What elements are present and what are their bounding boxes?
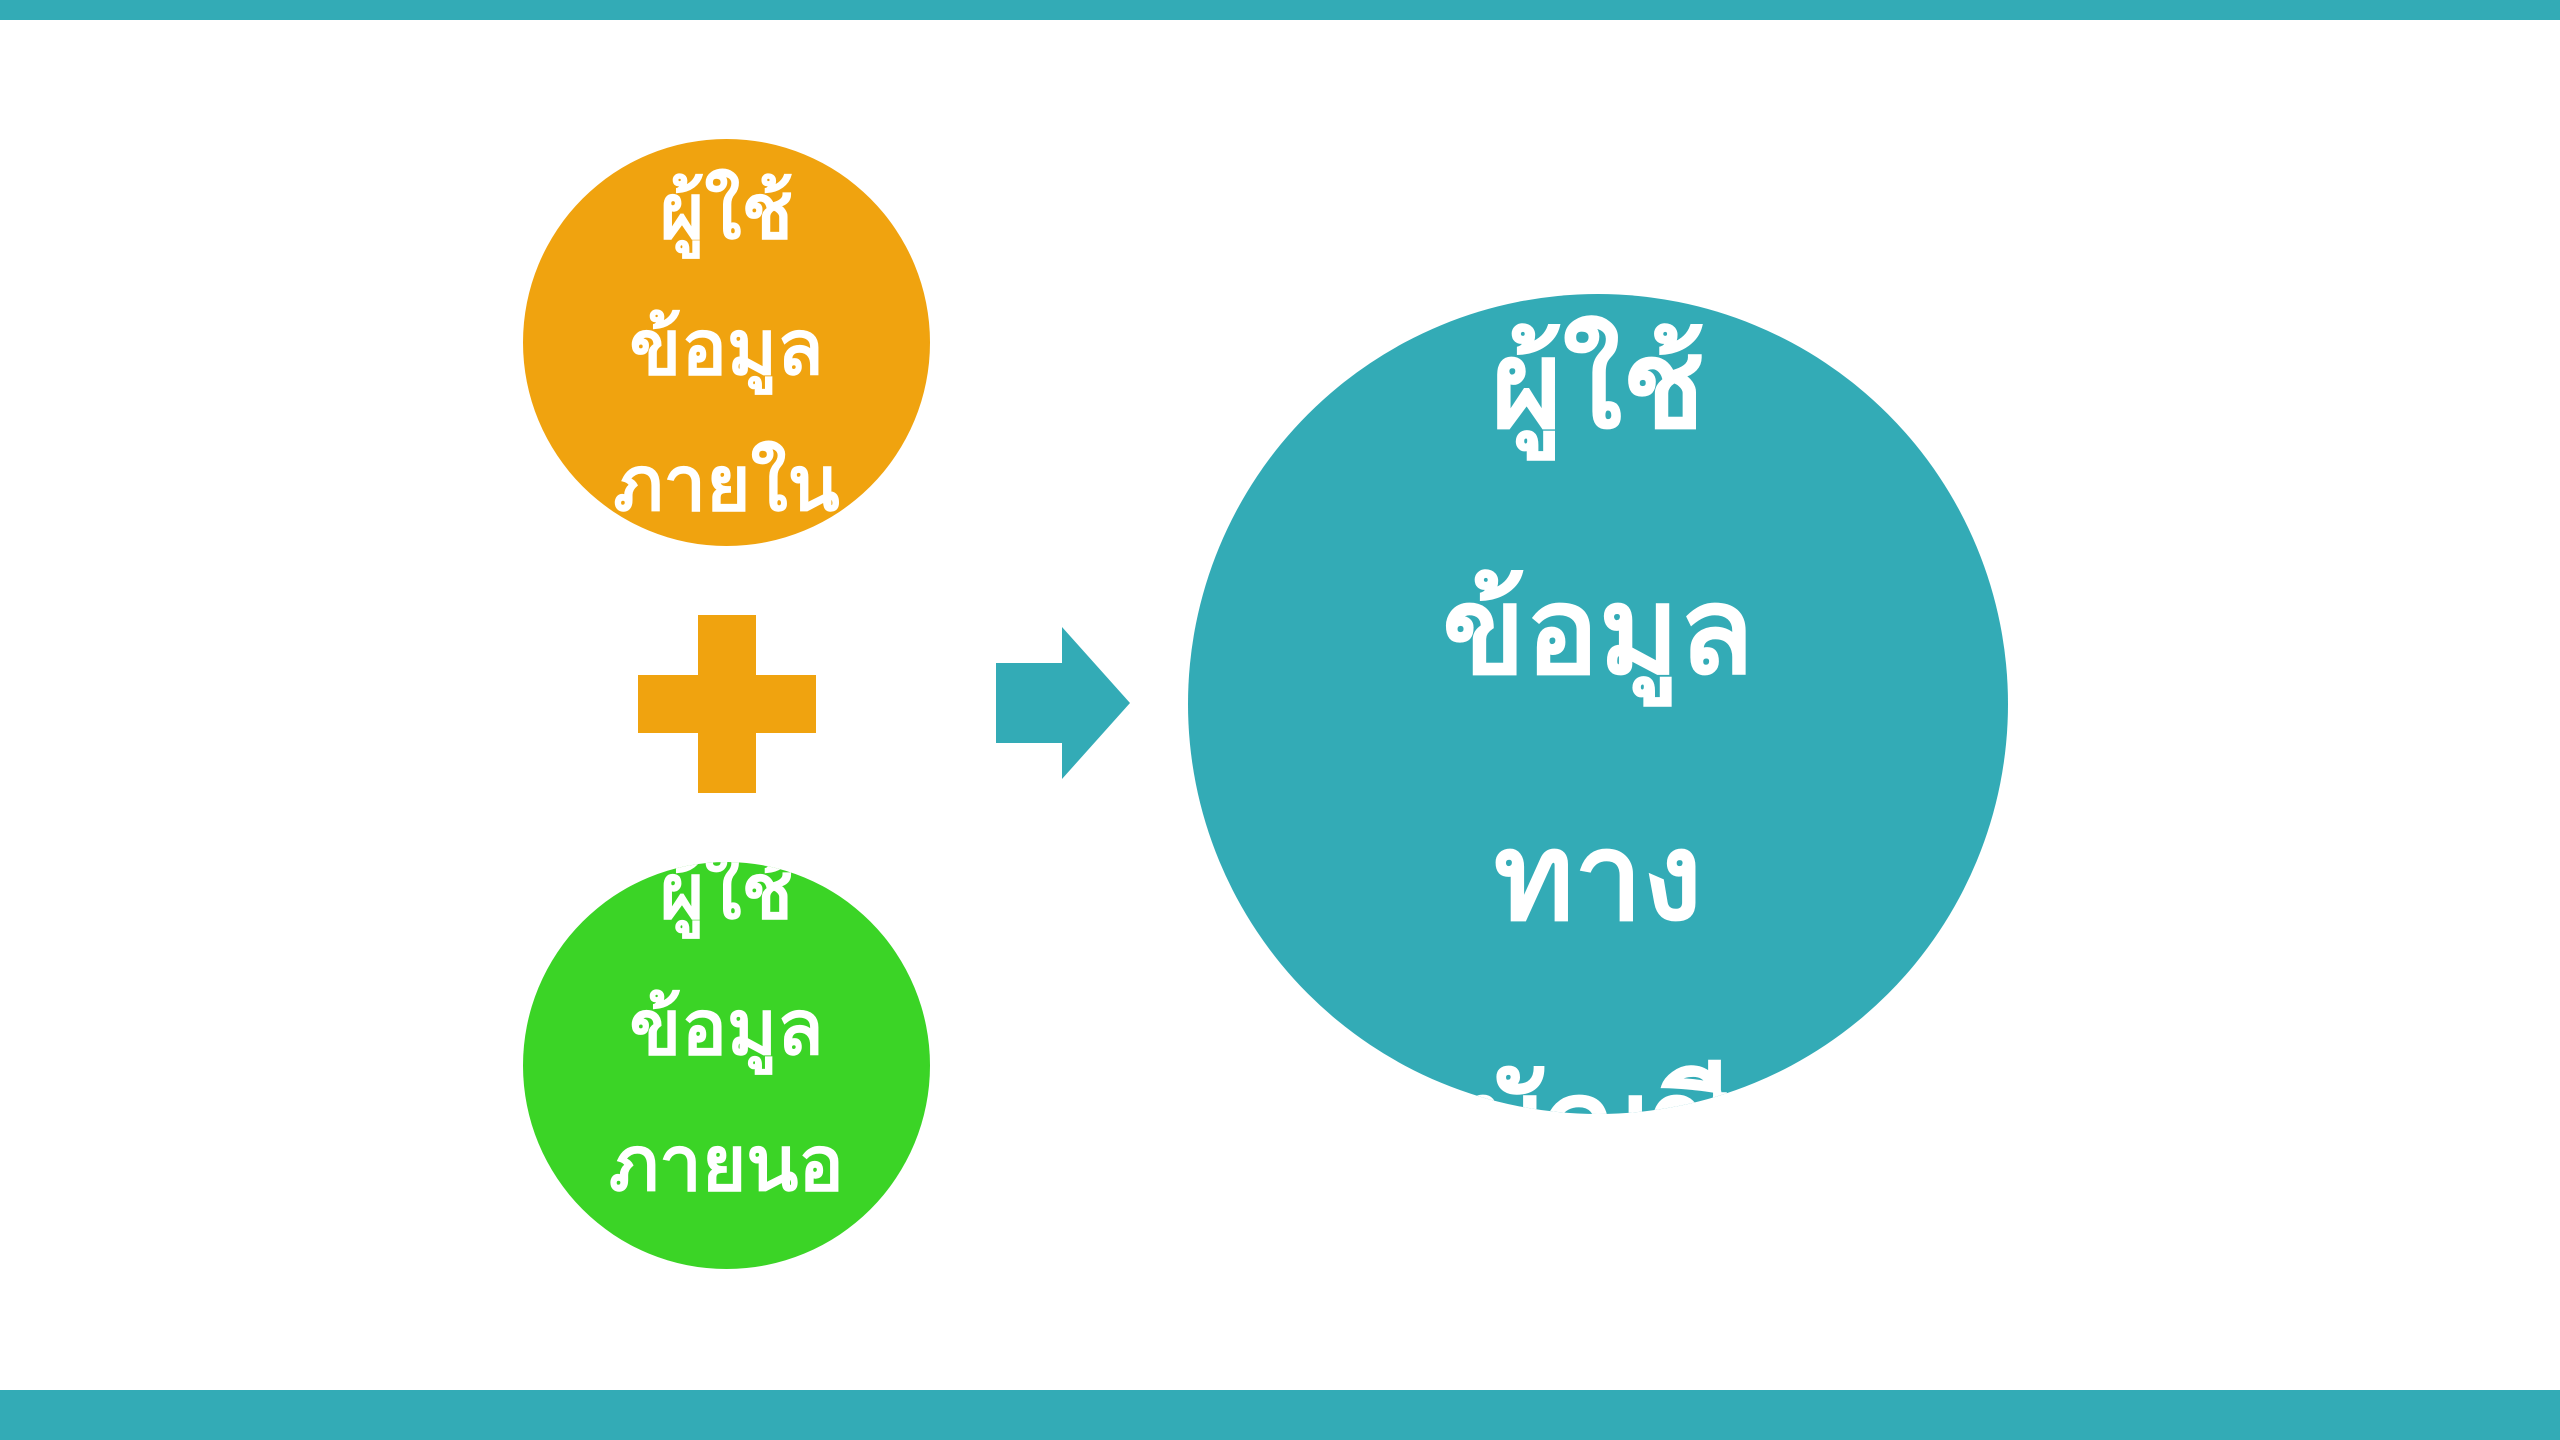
external-users-line-3: ภายนอ <box>609 1118 844 1208</box>
accounting-users-line-3: ทาง <box>1493 806 1703 948</box>
internal-users-line-3: ภายใน <box>613 438 840 528</box>
internal-users-label: ผู้ใช้ ข้อมูล ภายใน <box>613 144 839 547</box>
external-users-line-4: ก <box>703 1232 749 1270</box>
internal-users-line-1: ผู้ใช้ <box>659 166 794 256</box>
accounting-users-line-4: บัญชี <box>1466 1000 1730 1114</box>
external-users-circle: ผู้ใช้ ข้อมูล ภายนอ ก <box>523 862 930 1269</box>
accounting-info-users-circle: ผู้ใช้ ข้อมูล ทาง บัญชี <box>1188 294 2008 1114</box>
external-users-line-1: ผู้ใช้ <box>659 862 794 936</box>
accounting-users-line-1: ผู้ใช้ <box>1491 314 1705 456</box>
accounting-users-line-2: ข้อมูล <box>1442 560 1754 702</box>
right-arrow-icon <box>996 627 1130 779</box>
internal-users-circle: ผู้ใช้ ข้อมูล ภายใน <box>523 139 930 546</box>
plus-icon <box>638 615 816 793</box>
external-users-line-2: ข้อมูล <box>629 982 824 1072</box>
external-users-label: ผู้ใช้ ข้อมูล ภายนอ ก <box>609 862 844 1269</box>
internal-users-line-2: ข้อมูล <box>629 302 824 392</box>
top-accent-band <box>0 0 2560 20</box>
accounting-info-users-label: ผู้ใช้ ข้อมูล ทาง บัญชี <box>1442 294 1754 1114</box>
bottom-accent-band <box>0 1390 2560 1440</box>
